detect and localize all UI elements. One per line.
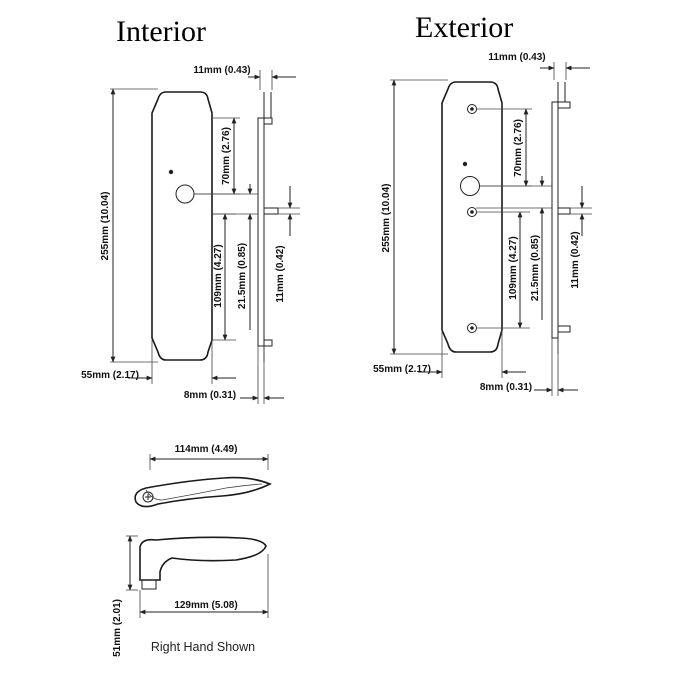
interior-cylinder-mark <box>168 169 174 175</box>
exterior-top-screw-center <box>470 107 474 111</box>
exterior-109mm-label: 109mm (4.27) <box>508 236 519 299</box>
exterior-plate-height-label: 255mm (10.04) <box>381 184 392 253</box>
lever-top-view: 114mm (4.49) <box>134 444 272 508</box>
exterior-tab-height-label: 11mm (0.42) <box>570 231 581 288</box>
interior-plate-height-label: 255mm (10.04) <box>100 192 111 261</box>
interior-tab-height-label: 11mm (0.42) <box>275 245 286 302</box>
exterior-bottom-screw-center <box>470 326 474 330</box>
interior-109mm-label: 109mm (4.27) <box>213 244 224 307</box>
interior-plate <box>151 91 213 361</box>
exterior-70mm-label: 70mm (2.76) <box>513 119 524 177</box>
lever-side-outline <box>139 536 267 581</box>
lever-top-outline <box>134 476 272 508</box>
interior-width-label: 55mm (2.17) <box>81 370 139 381</box>
rose-height-label: 51mm (2.01) <box>112 599 123 657</box>
interior-view: Interior 255mm (10.04) 11mm (0.43) <box>81 15 300 404</box>
lever-side-view: 51mm (2.01) 129mm (5.08) Right Hand Show… <box>112 535 269 657</box>
interior-depth-label: 11mm (0.43) <box>193 65 250 76</box>
hand-caption: Right Hand Shown <box>151 640 255 654</box>
lever-length-label: 114mm (4.49) <box>175 444 238 455</box>
exterior-width-label: 55mm (2.17) <box>373 364 431 375</box>
exterior-heading: Exterior <box>415 11 513 44</box>
exterior-depth-label: 11mm (0.43) <box>488 52 545 63</box>
exterior-cylinder-hole <box>460 176 480 196</box>
lever-rose <box>141 579 157 590</box>
interior-21-5mm-label: 21.5mm (0.85) <box>237 243 248 309</box>
interior-heading: Interior <box>116 15 206 48</box>
lever-pivot-circle <box>142 491 154 503</box>
interior-70mm-label: 70mm (2.76) <box>221 127 232 185</box>
exterior-edge-offset-label: 8mm (0.31) <box>480 382 532 393</box>
lever-projection-label: 129mm (5.08) <box>174 600 237 611</box>
exterior-cylinder-mark <box>462 161 468 167</box>
interior-edge-offset-label: 8mm (0.31) <box>184 390 236 401</box>
exterior-view: Exterior 255mm (10.04) 1 <box>373 11 592 396</box>
exterior-21-5mm-label: 21.5mm (0.85) <box>530 235 541 301</box>
interior-side-profile <box>257 92 279 362</box>
exterior-lever-screw-center <box>470 210 474 214</box>
exterior-side-profile <box>551 82 571 354</box>
